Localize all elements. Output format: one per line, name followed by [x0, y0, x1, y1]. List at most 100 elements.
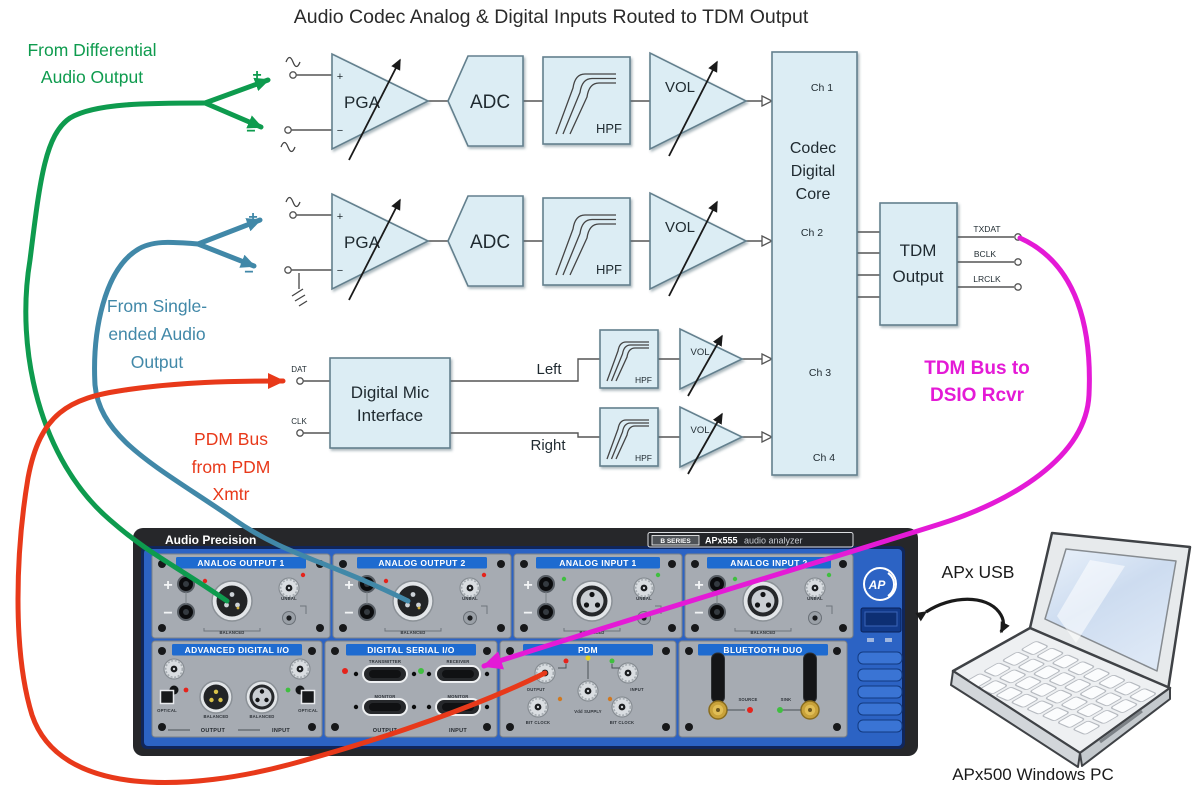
laptop-key	[1110, 699, 1138, 713]
pga2-minus: −	[337, 265, 343, 277]
laptop-key	[1076, 703, 1104, 717]
laptop-key	[1052, 654, 1079, 669]
badge-model: APx555	[705, 536, 738, 546]
cables	[15, 77, 1092, 785]
laptop-key	[1027, 700, 1054, 715]
red-cable-pdm	[15, 373, 548, 785]
svg-text:UNBAL: UNBAL	[807, 596, 823, 601]
magenta-cable-tdm	[481, 235, 1092, 670]
adio-balanced-out-label: BALANCED	[203, 714, 228, 719]
laptop-key	[996, 687, 1023, 701]
adio-input-label: INPUT	[272, 728, 290, 734]
tdm-bus-annotation: TDM Bus to DSIO Rcvr	[924, 358, 1030, 406]
svg-text:−: −	[694, 605, 703, 622]
pdm-bitclock-in-label: BIT CLOCK	[610, 720, 635, 725]
signal-blocks: + − PGA ADC HPF VOL + −	[291, 51, 1001, 476]
gain-arrow	[687, 412, 723, 475]
svg-text:UNBAL: UNBAL	[462, 596, 478, 601]
svg-text:+: +	[523, 577, 532, 594]
vol2-label: VOL	[665, 219, 695, 236]
sine-symbol	[285, 196, 301, 208]
svg-text:TDM Bus to: TDM Bus to	[924, 358, 1030, 379]
sine-symbol	[280, 141, 296, 153]
pdm-bitclock-in-bnc	[611, 696, 633, 718]
pdm-vdd-label: Vdd SUPPLY	[574, 709, 601, 714]
ap-logo	[863, 567, 897, 601]
bt-source-sma	[708, 700, 728, 720]
module-title-ai2: ANALOG INPUT 2	[730, 558, 807, 568]
svg-text:ended Audio: ended Audio	[108, 324, 205, 344]
laptop-key	[1092, 710, 1119, 724]
vol3-label: VOL	[690, 347, 709, 358]
svg-text:Xmtr: Xmtr	[213, 484, 250, 504]
module-title-adio: ADVANCED DIGITAL I/O	[185, 645, 290, 655]
svg-text:−: −	[163, 605, 172, 622]
dsio-transmitter-label: TRANSMITTER	[369, 659, 401, 664]
svg-text:UNBAL: UNBAL	[281, 596, 297, 601]
page-title: Audio Codec Analog & Digital Inputs Rout…	[294, 6, 809, 28]
gain-arrow	[348, 58, 401, 161]
module-title-ai1: ANALOG INPUT 1	[559, 558, 636, 568]
laptop-key	[1049, 672, 1076, 686]
ch1-label: Ch 1	[811, 82, 833, 94]
module-title-bt: BLUETOOTH DUO	[723, 645, 802, 655]
svg-text:From Differential: From Differential	[27, 40, 156, 60]
svg-text:+: +	[344, 577, 353, 594]
dsio-output-label: OUTPUT	[373, 728, 398, 734]
laptop-key	[1030, 683, 1057, 697]
svg-text:DSIO Rcvr: DSIO Rcvr	[930, 385, 1025, 406]
vol-4: VOL	[679, 405, 744, 475]
laptop-key	[1014, 676, 1042, 690]
adio-balanced-in-label: BALANCED	[249, 714, 274, 719]
panel-right-strip: AP	[857, 567, 903, 733]
core-input-arrows	[761, 94, 774, 444]
green-cable-differential	[23, 100, 230, 604]
digital-mic-line2: Interface	[357, 406, 423, 425]
adc2-label: ADC	[470, 232, 510, 253]
brand-label: Audio Precision	[165, 533, 256, 547]
svg-text:PDM Bus: PDM Bus	[194, 429, 268, 449]
vol-1: VOL	[649, 51, 748, 157]
module-title-dsio: DIGITAL SERIAL I/O	[367, 645, 455, 655]
analog-module-labels: + − + − + − + − BALANCED UNBAL BALANCED …	[163, 577, 823, 635]
digital-serial-io-hardware: TRANSMITTER RECEIVER MONITOR MONITOR OUT…	[331, 647, 491, 734]
svg-text:−: −	[523, 605, 532, 622]
module-title-ao2: ANALOG OUTPUT 2	[378, 558, 465, 568]
badge-series: B SERIES	[660, 538, 691, 545]
pga2-plus: +	[337, 211, 343, 223]
apx555-analyzer: Audio Precision B SERIES APx555 audio an…	[133, 528, 918, 756]
ch3-label: Ch 3	[809, 367, 831, 379]
ground-symbol	[291, 273, 308, 307]
single-ended-annotation: From Single- ended Audio Output + −	[107, 209, 258, 372]
svg-text:−: −	[344, 605, 353, 622]
ch4-label: Ch 4	[813, 452, 835, 464]
pdm-hardware: OUTPUT BIT CLOCK Vdd SUPPLY INPUT BIT CL…	[506, 647, 670, 731]
green-arrow-minus	[202, 100, 264, 130]
laptop-key	[984, 662, 1011, 677]
dsio-monitor2-label: MONITOR	[447, 694, 468, 699]
laptop-keyboard	[965, 641, 1156, 735]
pdm-input-label: INPUT	[630, 687, 644, 692]
codec-digital-core: Codec Digital Core Ch 1 Ch 2 Ch 3 Ch 4	[771, 51, 858, 476]
gain-arrow	[668, 60, 718, 157]
hpf3-label: HPF	[635, 375, 652, 385]
core-line2: Digital	[791, 163, 835, 180]
pdm-vdd-bnc	[577, 680, 599, 702]
ap-logo-text: AP	[868, 578, 887, 592]
vol4-label: VOL	[690, 425, 709, 436]
pga1-plus: +	[337, 71, 343, 83]
blue-arrow-minus	[195, 241, 257, 269]
svg-text:From Single-: From Single-	[107, 296, 207, 316]
vol-3: VOL	[679, 327, 744, 397]
gain-arrow	[668, 200, 718, 297]
pdm-bus-annotation: PDM Bus from PDM Xmtr	[192, 429, 271, 504]
pga-2: + − PGA	[331, 192, 430, 301]
adc-1: ADC	[447, 55, 524, 147]
hpf1-label: HPF	[596, 121, 622, 136]
right-channel-label: Right	[530, 437, 566, 454]
module-title-pdm: PDM	[578, 645, 598, 655]
laptop-key	[999, 669, 1026, 684]
differential-annotation: From Differential Audio Output + −	[27, 40, 261, 140]
badge-type: audio analyzer	[744, 536, 803, 546]
